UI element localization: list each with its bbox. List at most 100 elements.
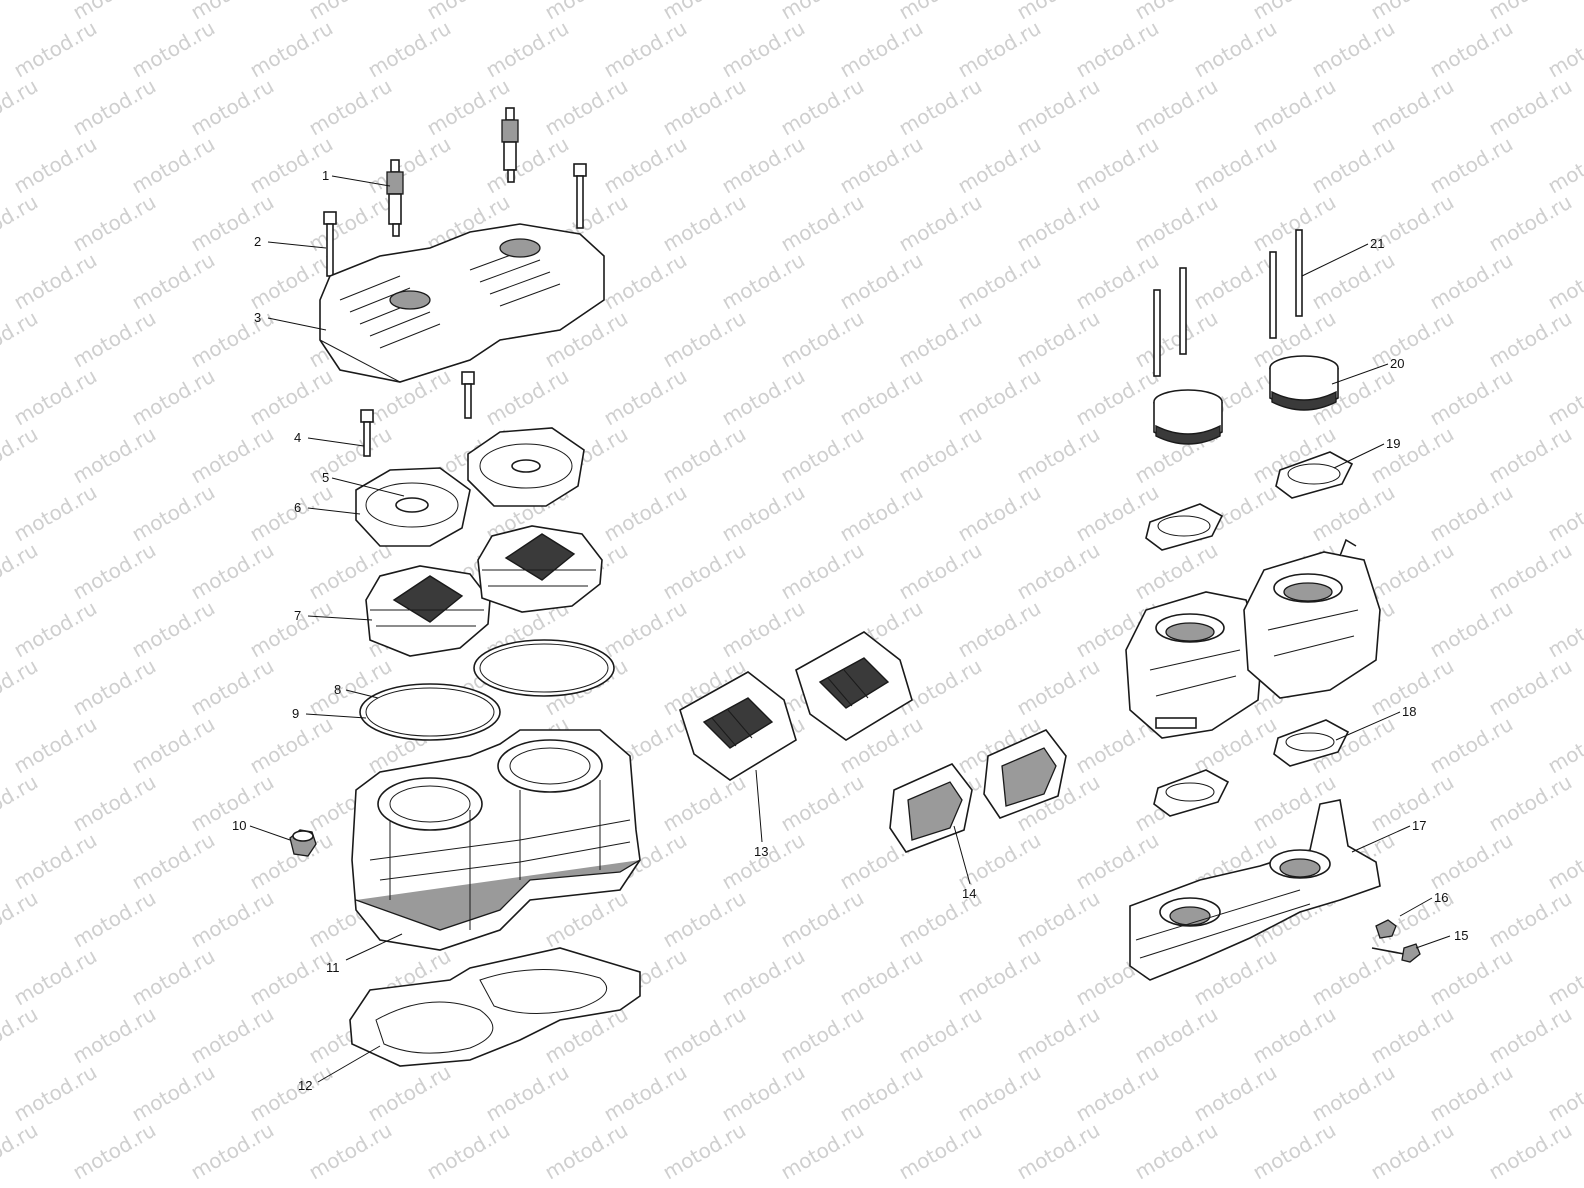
watermark-text: motod.ru <box>836 480 927 547</box>
watermark-text: motod.ru <box>1249 1118 1340 1185</box>
watermark-text: motod.ru <box>1544 248 1584 315</box>
watermark-text: motod.ru <box>187 886 278 953</box>
watermark-text: motod.ru <box>1072 16 1163 83</box>
watermark-text: motod.ru <box>1544 712 1584 779</box>
spacer-icon <box>983 729 1067 819</box>
watermark-text: motod.ru <box>10 364 101 431</box>
watermark-text: motod.ru <box>10 1060 101 1127</box>
watermark-text: motod.ru <box>1544 944 1584 1011</box>
watermark-text: motod.ru <box>187 190 278 257</box>
watermark-text: motod.ru <box>10 944 101 1011</box>
air-filter-icon <box>1269 355 1339 411</box>
watermark-text: motod.ru <box>895 1002 986 1069</box>
watermark-text: motod.ru <box>718 16 809 83</box>
watermark-text: motod.ru <box>69 770 160 837</box>
watermark-text: motod.ru <box>246 132 337 199</box>
watermark-text: motod.ru <box>69 538 160 605</box>
cylinder-block-icon <box>351 729 641 951</box>
watermark-text: motod.ru <box>69 306 160 373</box>
watermark-text: motod.ru <box>954 480 1045 547</box>
watermark-text: motod.ru <box>895 306 986 373</box>
callout-3: 3 <box>254 310 261 325</box>
watermark-text: motod.ru <box>954 1060 1045 1127</box>
watermark-text: motod.ru <box>128 596 219 663</box>
watermark-text: motod.ru <box>1485 1002 1576 1069</box>
watermark-text: motod.ru <box>1190 132 1281 199</box>
watermark-text: motod.ru <box>1072 364 1163 431</box>
watermark-text: motod.ru <box>1426 828 1517 895</box>
gasket-icon <box>359 683 501 741</box>
callout-9: 9 <box>292 706 299 721</box>
watermark-text: motod.ru <box>1367 74 1458 141</box>
watermark-text: motod.ru <box>895 422 986 489</box>
gasket-icon <box>473 639 615 697</box>
air-filter-icon <box>1153 389 1223 445</box>
watermark-text: motod.ru <box>1190 16 1281 83</box>
watermark-text: motod.ru <box>1367 306 1458 373</box>
watermark-text: motod.ru <box>777 538 868 605</box>
watermark-text: motod.ru <box>1013 190 1104 257</box>
callout-8: 8 <box>334 682 341 697</box>
watermark-text: motod.ru <box>1013 422 1104 489</box>
watermark-text: motod.ru <box>1485 654 1576 721</box>
watermark-text: motod.ru <box>1072 248 1163 315</box>
watermark-text: motod.ru <box>954 364 1045 431</box>
spark-plug-icon <box>501 107 519 183</box>
watermark-text: motod.ru <box>836 1060 927 1127</box>
watermark-text: motod.ru <box>1308 132 1399 199</box>
watermark-text: motod.ru <box>0 306 42 373</box>
watermark-text: motod.ru <box>1426 16 1517 83</box>
watermark-text: motod.ru <box>305 1118 396 1185</box>
watermark-text: motod.ru <box>482 364 573 431</box>
watermark-text: motod.ru <box>0 770 42 837</box>
watermark-text: motod.ru <box>777 190 868 257</box>
watermark-text: motod.ru <box>1485 74 1576 141</box>
watermark-text: motod.ru <box>1072 1060 1163 1127</box>
watermark-text: motod.ru <box>777 1118 868 1185</box>
watermark-text: motod.ru <box>836 16 927 83</box>
watermark-text: motod.ru <box>1249 74 1340 141</box>
spark-plug-icon <box>386 159 404 237</box>
watermark-text: motod.ru <box>1131 190 1222 257</box>
watermark-text: motod.ru <box>659 190 750 257</box>
watermark-text: motod.ru <box>1308 1060 1399 1127</box>
callout-15: 15 <box>1454 928 1468 943</box>
watermark-text: motod.ru <box>0 190 42 257</box>
watermark-text: motod.ru <box>1249 1002 1340 1069</box>
watermark-text: motod.ru <box>1485 306 1576 373</box>
watermark-text: motod.ru <box>128 364 219 431</box>
watermark-text: motod.ru <box>1544 132 1584 199</box>
watermark-text: motod.ru <box>777 886 868 953</box>
bolt-icon <box>573 163 587 229</box>
gasket-icon <box>1153 769 1230 817</box>
watermark-text: motod.ru <box>0 1002 42 1069</box>
watermark-text: motod.ru <box>0 422 42 489</box>
watermark-text: motod.ru <box>1190 1060 1281 1127</box>
watermark-text: motod.ru <box>69 886 160 953</box>
watermark-text: motod.ru <box>482 16 573 83</box>
watermark-text: motod.ru <box>836 944 927 1011</box>
watermark-text: motod.ru <box>10 712 101 779</box>
watermark-text: motod.ru <box>0 74 42 141</box>
watermark-text: motod.ru <box>718 248 809 315</box>
watermark-text: motod.ru <box>659 422 750 489</box>
callout-5: 5 <box>322 470 329 485</box>
watermark-text: motod.ru <box>1072 132 1163 199</box>
watermark-text: motod.ru <box>1426 132 1517 199</box>
watermark-text: motod.ru <box>10 16 101 83</box>
watermark-text: motod.ru <box>1544 16 1584 83</box>
watermark-text: motod.ru <box>128 712 219 779</box>
watermark-text: motod.ru <box>954 16 1045 83</box>
callout-2: 2 <box>254 234 261 249</box>
callout-6: 6 <box>294 500 301 515</box>
watermark-text: motod.ru <box>1426 248 1517 315</box>
callout-1: 1 <box>322 168 329 183</box>
watermark-text: motod.ru <box>1308 944 1399 1011</box>
watermark-text: motod.ru <box>1544 364 1584 431</box>
callout-18: 18 <box>1402 704 1416 719</box>
watermark-text: motod.ru <box>187 422 278 489</box>
watermark-text: motod.ru <box>128 132 219 199</box>
watermark-text: motod.ru <box>718 828 809 895</box>
watermark-text: motod.ru <box>1544 480 1584 547</box>
watermark-text: motod.ru <box>1426 364 1517 431</box>
